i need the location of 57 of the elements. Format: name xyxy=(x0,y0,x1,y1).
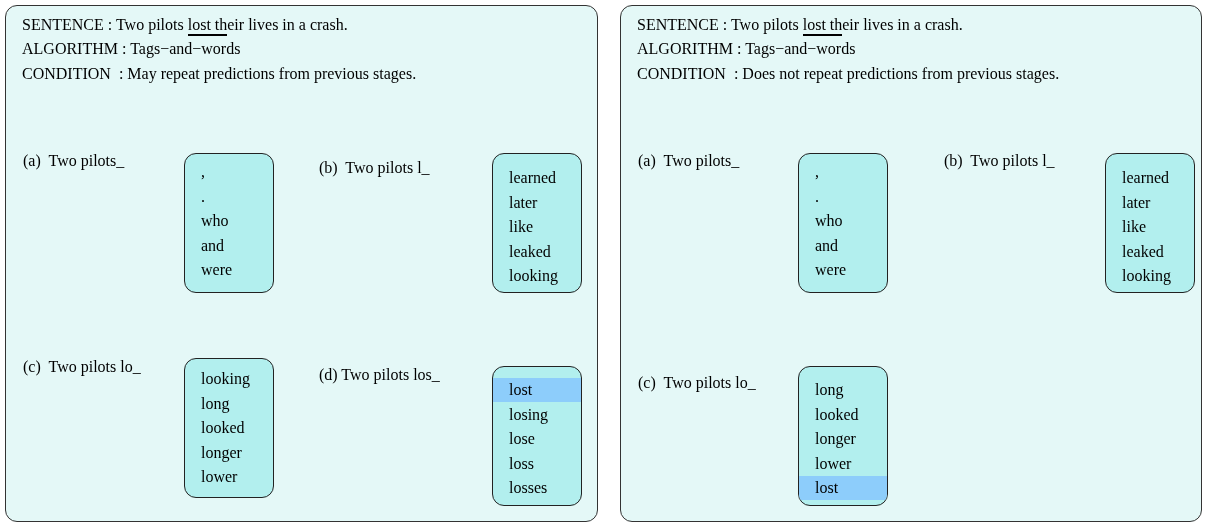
prediction-word: were xyxy=(200,260,234,281)
prefix-label: (b) Two pilots l_ xyxy=(319,159,430,177)
header-line: CONDITION : May repeat predictions from previous stages. xyxy=(22,65,417,83)
prediction-word: leaked xyxy=(508,241,552,262)
prediction-list-box xyxy=(1105,153,1195,293)
prediction-word: lower xyxy=(814,453,853,474)
panel-background xyxy=(620,5,1202,522)
prediction-word: and xyxy=(200,235,226,256)
prediction-word: learned xyxy=(508,168,558,188)
prediction-word: , xyxy=(814,162,820,182)
prediction-word: who xyxy=(200,211,230,232)
header-line: ALGORITHM : Tags−and−words xyxy=(637,40,856,58)
prediction-list-box xyxy=(492,366,582,506)
header-line: SENTENCE : Two pilots lost their lives in a crash. xyxy=(637,16,963,34)
prediction-word: lose xyxy=(508,429,536,450)
prefix-label: (c) Two pilots lo_ xyxy=(23,358,141,376)
prefix-label: (c) Two pilots lo_ xyxy=(638,374,756,392)
prediction-list-box xyxy=(798,153,888,293)
header-line: CONDITION : Does not repeat predictions from previous stages. xyxy=(637,65,1060,83)
prediction-word: . xyxy=(814,186,820,207)
prediction-list-box xyxy=(798,366,888,506)
prediction-word: later xyxy=(1121,192,1152,213)
prediction-list-box xyxy=(184,358,274,498)
prediction-word: later xyxy=(508,192,539,213)
header-line: SENTENCE : Two pilots lost their lives in a crash. xyxy=(22,16,348,34)
prediction-word: loss xyxy=(508,453,535,474)
prediction-word: longer xyxy=(814,429,857,450)
panel-background xyxy=(5,5,598,522)
prediction-word: like xyxy=(508,217,534,238)
prediction-list-box xyxy=(184,153,274,293)
prediction-word: losses xyxy=(508,478,549,499)
prediction-word: lower xyxy=(200,467,239,488)
prediction-word: long xyxy=(200,393,231,415)
prediction-word: looking xyxy=(1121,266,1172,287)
highlighted-prediction: lost xyxy=(799,476,887,501)
prediction-word: looked xyxy=(814,404,860,425)
prediction-word: long xyxy=(814,380,845,401)
prediction-word: looking xyxy=(508,266,559,287)
prediction-word: , xyxy=(200,162,206,182)
prediction-word: looking xyxy=(200,369,251,390)
header-line: ALGORITHM : Tags−and−words xyxy=(22,40,241,58)
prediction-word: . xyxy=(200,186,206,207)
prediction-word: were xyxy=(814,260,848,281)
prediction-list-box xyxy=(492,153,582,293)
prefix-label: (a) Two pilots_ xyxy=(638,152,740,170)
prediction-word: and xyxy=(814,235,840,256)
prediction-word: longer xyxy=(200,442,243,464)
prediction-word: looked xyxy=(200,418,246,439)
prediction-word: leaked xyxy=(1121,241,1165,262)
prediction-word: like xyxy=(1121,217,1147,238)
prefix-label: (a) Two pilots_ xyxy=(23,152,125,170)
prediction-word: losing xyxy=(508,404,550,426)
prefix-label: (d) Two pilots los_ xyxy=(319,366,440,384)
highlighted-prediction: lost xyxy=(493,378,581,402)
prefix-label: (b) Two pilots l_ xyxy=(944,152,1055,170)
prediction-word: who xyxy=(814,211,844,232)
prediction-word: learned xyxy=(1121,168,1171,188)
